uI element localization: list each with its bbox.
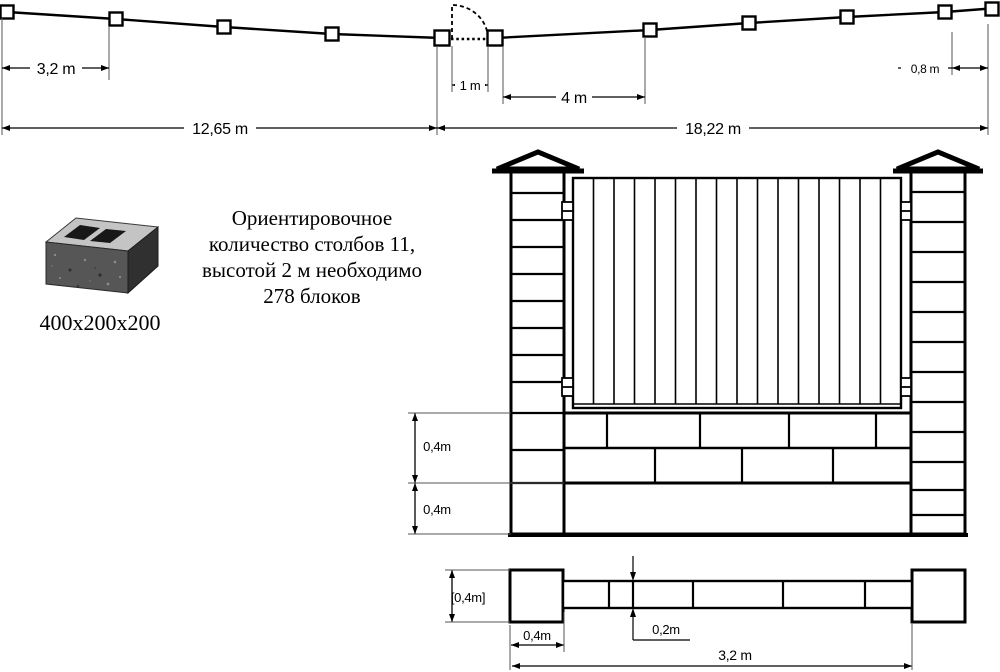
right-pillar-courses [911,190,965,517]
dimension-mark [429,125,437,131]
dimension-mark [412,413,418,421]
dimension-mark [503,94,511,100]
dim-label-end-spacing: 0,8 m [911,62,940,76]
note-line-3: высотой 2 м необходимо [202,258,422,282]
elevation-extension-lines [408,412,564,535]
dimension-mark [412,526,418,534]
dimension-mark [904,663,912,669]
fence-panel [571,176,903,410]
plank-lines [592,178,882,404]
dimension-mark [412,475,418,483]
block-side-face [127,225,159,295]
right-pillar-cap [893,149,983,174]
dimension-mark [101,65,109,71]
dimension-mark [511,642,519,648]
note-line-4: 278 блоков [263,284,361,308]
dim-label-gate-width: 1 m [460,78,481,93]
dimension-mark [637,94,645,100]
dimension-mark [449,614,455,622]
dim-label-left-run: 12,65 m [192,121,248,138]
fence-post [0,4,15,20]
dimension-mark [952,65,960,71]
dimension-mark [556,642,564,648]
dim-label-gate-post-spacing: 4 m [561,90,587,107]
dim-label-foundation: 0,4m [423,502,451,517]
dim-label-post-spacing: 3,2 m [37,61,76,78]
dimension-mark [980,65,988,71]
right-post-footprint [910,568,967,624]
dimension-mark [2,65,10,71]
block-hole [64,225,100,240]
fence-post [642,22,658,38]
footprint-plan [445,556,967,670]
fence-post [839,9,855,25]
panel-brackets [561,201,912,397]
dimension-mark [412,483,418,491]
dim-label-right-run: 18,22 m [685,121,741,138]
footprint-extension-lines [445,569,913,670]
elevation-view [408,149,983,537]
brick-joints [605,413,878,483]
block-photo [44,217,160,295]
dim-label-section-span: 3,2 m [718,647,752,663]
fence-post [108,11,124,27]
left-pillar [509,169,566,536]
gate-post [433,29,451,47]
fence-post [324,26,340,42]
dim-label-post-depth: [0,4m] [451,590,485,605]
dimension-mark [980,125,988,131]
dim-label-post-width: 0,4m [523,628,551,643]
block-texture [50,253,122,288]
labels: 3,2 m 12,65 m 18,22 m 1 m 4 m 0,8 m Орие… [30,59,948,663]
dimension-mark [437,125,445,131]
foundation-strip [562,481,913,536]
note-line-2: количество столбов 11, [209,232,415,256]
dimension-mark [512,663,520,669]
wall-joints [607,581,867,608]
gate-swing-icon [451,4,489,40]
block-size-label: 400x200x200 [40,310,161,335]
block-front-face [45,241,129,294]
fence-post [741,15,757,31]
gate-post [486,29,504,47]
right-pillar [909,169,967,536]
site-plan [0,1,1000,135]
fence-post [984,1,1000,17]
block-hole [90,229,126,243]
left-post-footprint [508,568,565,624]
dim-label-masonry-band: 0,4m [423,439,451,454]
note-line-1: Ориентировочное [232,206,392,230]
fence-post [937,4,953,20]
fence-posts [0,1,1000,47]
site-plan-extension-lines [1,18,989,135]
dimension-mark [449,570,455,578]
dim-label-wall-thickness: 0,2m [652,622,680,637]
left-pillar-cap [492,149,584,174]
wall-thickness-callout [630,556,690,641]
masonry-band [562,411,913,485]
fence-post [216,19,232,35]
dimension-mark [2,125,10,131]
wall-footprint [561,579,914,610]
